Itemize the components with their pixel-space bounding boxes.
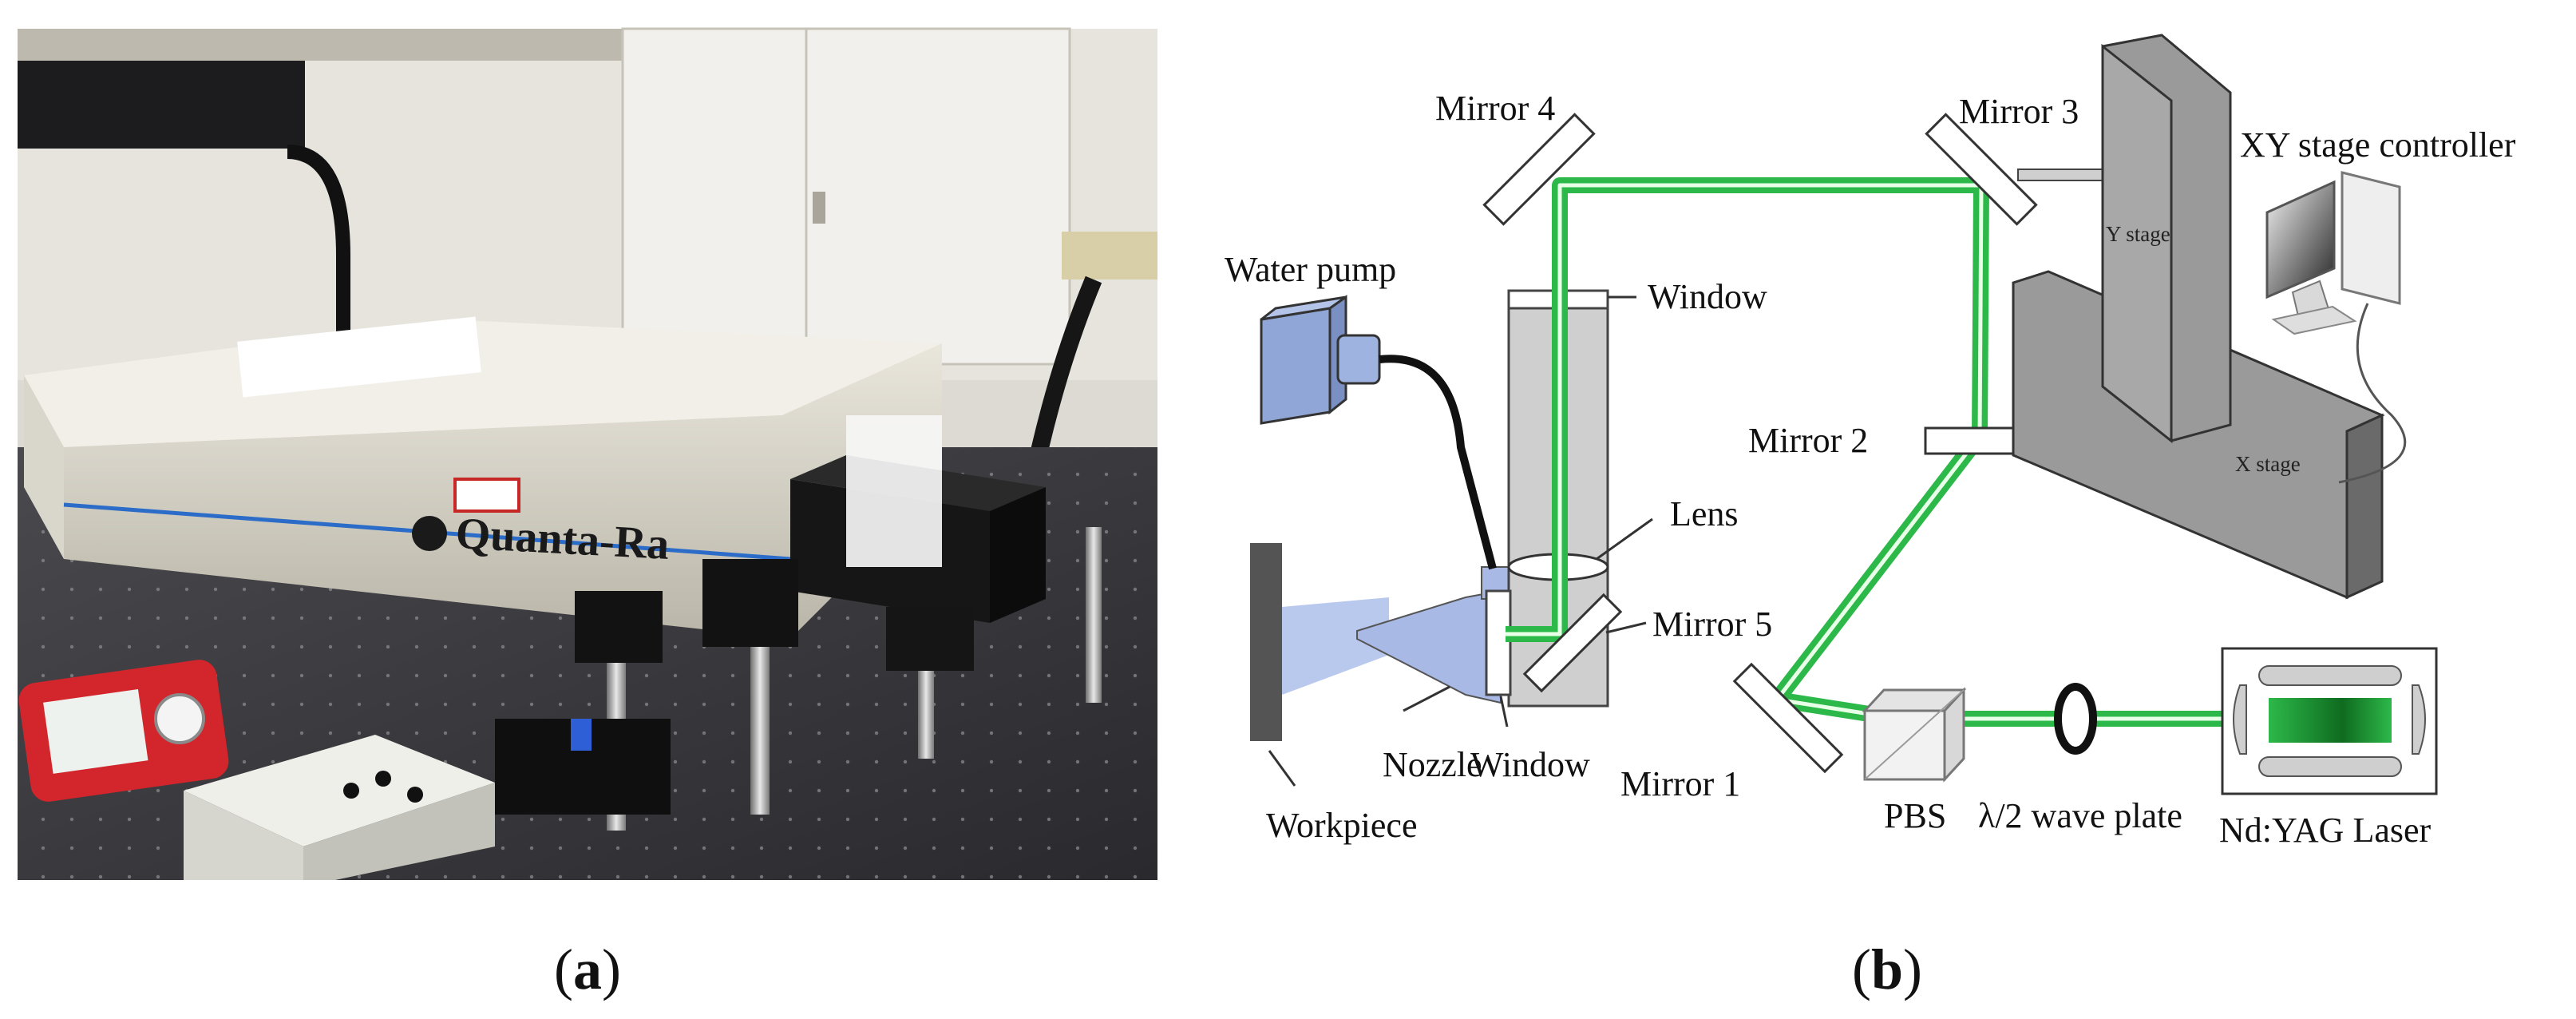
- workpiece-pointer: [1268, 750, 1296, 787]
- panel-b-caption: (b): [1852, 938, 1922, 1001]
- label-mirror-5: Mirror 5: [1652, 605, 1772, 644]
- warning-sticker: [453, 478, 520, 513]
- x-stage-edge: [2345, 413, 2384, 600]
- laser-head-front: [24, 375, 64, 559]
- tank-side-window: [1485, 589, 1512, 696]
- y-stage-label: Y stage: [2106, 222, 2170, 246]
- laser-lamp-top: [2258, 665, 2402, 686]
- knob-2: [375, 771, 391, 787]
- wall-mount: [1062, 232, 1157, 280]
- label-window-bottom: Window: [1470, 745, 1590, 784]
- knob-3: [407, 787, 423, 803]
- label-mirror-4: Mirror 4: [1435, 89, 1555, 128]
- y-stage-front: [2101, 43, 2173, 444]
- label-window-top: Window: [1648, 277, 1767, 316]
- panel-a-caption: (a): [554, 938, 621, 1001]
- wave-plate: [2054, 683, 2097, 755]
- post-2: [750, 639, 770, 815]
- pc-tower: [2341, 171, 2401, 305]
- laser-mirror-left: [2233, 684, 2247, 755]
- label-mirror-3: Mirror 3: [1959, 92, 2079, 131]
- lens-pointer: [1596, 517, 1653, 561]
- panel-a-photo: Quanta-Ra: [18, 27, 1157, 880]
- mirror-1: [1732, 662, 1844, 774]
- label-lens: Lens: [1670, 494, 1739, 533]
- label-mirror-1: Mirror 1: [1620, 764, 1740, 803]
- label-workpiece: Workpiece: [1266, 806, 1417, 845]
- mirror-5: [1522, 593, 1623, 693]
- mirror-3: [1925, 113, 2038, 226]
- brand-text: Quanta-Ra: [454, 509, 670, 569]
- nozzle-pointer: [1403, 685, 1450, 712]
- laser-crystal: [2269, 698, 2392, 743]
- cabinet-handle: [813, 192, 825, 224]
- label-mirror-2: Mirror 2: [1748, 421, 1868, 460]
- label-xy-stage-controller: XY stage controller: [2240, 125, 2516, 165]
- label-laser: Nd:YAG Laser: [2219, 811, 2432, 850]
- water-pump-hose: [1379, 355, 1497, 570]
- label-pbs: PBS: [1884, 796, 1946, 835]
- workpiece: [1250, 543, 1282, 741]
- knob-1: [343, 783, 359, 799]
- nozzle: [1356, 589, 1502, 704]
- laser-mirror-right: [2412, 684, 2426, 755]
- pbs-cube: [1862, 687, 1967, 783]
- post-4: [1086, 527, 1102, 703]
- cable-black: [287, 145, 350, 351]
- keyboard: [2271, 305, 2357, 335]
- meter-screen: [43, 688, 148, 774]
- label-wave-plate: λ/2 wave plate: [1978, 796, 2182, 835]
- label-water-pump: Water pump: [1225, 250, 1396, 289]
- x-stage-label: X stage: [2235, 452, 2301, 476]
- monitor: [2265, 180, 2336, 299]
- brand-logo: [412, 516, 447, 551]
- mount-1: [575, 591, 663, 663]
- controller-front: [184, 791, 303, 880]
- window-bottom-pointer: [1499, 696, 1509, 728]
- mount-3: [886, 607, 974, 671]
- label-nozzle: Nozzle: [1383, 745, 1482, 784]
- mount-2: [702, 559, 798, 647]
- water-jet: [1282, 597, 1389, 695]
- meter-dial: [154, 693, 205, 744]
- cabinet: [621, 27, 1071, 366]
- water-pump-outlet: [1336, 334, 1381, 385]
- laser-lamp-bottom: [2258, 756, 2402, 777]
- foam-block: [846, 415, 942, 567]
- panel-b-schematic: Y stage X stage Mirror 4 Mirror 3 XY sta…: [1225, 34, 2516, 850]
- window-dark: [18, 61, 305, 149]
- blue-optic: [571, 719, 592, 751]
- module-side: [990, 487, 1046, 623]
- controller-cable: [2338, 303, 2407, 484]
- controller-top: [184, 735, 495, 847]
- label-sticker: [237, 316, 481, 398]
- controller-side: [303, 783, 495, 880]
- mirror-5-pointer: [1605, 621, 1647, 634]
- water-pump-body: [1260, 307, 1332, 425]
- mirror-4: [1482, 113, 1596, 226]
